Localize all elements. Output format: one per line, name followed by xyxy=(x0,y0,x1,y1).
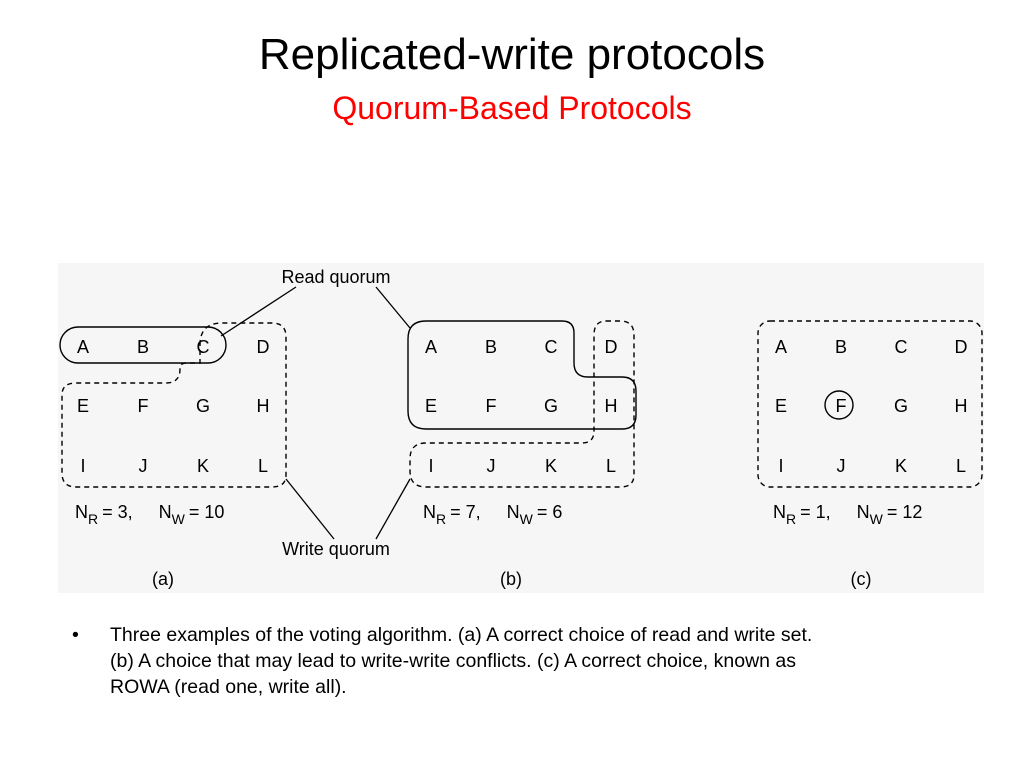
caption-bullet: • Three examples of the voting algorithm… xyxy=(72,622,952,700)
nw-symbol: N xyxy=(507,502,520,522)
panel-label-a: (a) xyxy=(152,569,174,589)
nw-subscript: W xyxy=(172,511,186,527)
nr-subscript: R xyxy=(786,511,796,527)
read-quorum-a xyxy=(59,326,227,364)
caption-line: Three examples of the voting algorithm. … xyxy=(110,624,813,646)
node-b: B xyxy=(835,337,847,357)
node-e: E xyxy=(77,396,89,416)
quorum-formula: NR= 1,NW= 12 xyxy=(773,502,922,527)
write-quorum-b xyxy=(409,320,635,488)
node-c: C xyxy=(895,337,908,357)
node-a: A xyxy=(775,337,787,357)
node-a: A xyxy=(425,337,437,357)
nr-subscript: R xyxy=(436,511,446,527)
caption-list: • Three examples of the voting algorithm… xyxy=(72,622,952,700)
nw-symbol: N xyxy=(857,502,870,522)
bullet-marker: • xyxy=(72,624,79,646)
node-d: D xyxy=(257,337,270,357)
node-d: D xyxy=(955,337,968,357)
node-c: C xyxy=(545,337,558,357)
node-j: J xyxy=(837,456,846,476)
nw-subscript: W xyxy=(870,511,884,527)
nw-value: = 12 xyxy=(887,502,923,522)
node-a: A xyxy=(77,337,89,357)
node-g: G xyxy=(196,396,210,416)
node-h: H xyxy=(605,396,618,416)
read-pointer-b xyxy=(375,286,411,329)
node-i: I xyxy=(80,456,85,476)
panel-a-quorums xyxy=(59,322,287,488)
node-f: F xyxy=(486,396,497,416)
node-e: E xyxy=(775,396,787,416)
node-l: L xyxy=(258,456,268,476)
callout-pointers xyxy=(220,286,411,540)
nr-value: = 7, xyxy=(450,502,481,522)
write-quorum-a xyxy=(61,322,287,488)
nw-symbol: N xyxy=(159,502,172,522)
nr-symbol: N xyxy=(75,502,88,522)
node-b: B xyxy=(137,337,149,357)
node-j: J xyxy=(139,456,148,476)
node-i: I xyxy=(778,456,783,476)
slide-title: Replicated-write protocols xyxy=(258,30,766,79)
nw-value: = 10 xyxy=(189,502,225,522)
node-h: H xyxy=(257,396,270,416)
nr-value: = 1, xyxy=(800,502,831,522)
panel-label-b: (b) xyxy=(500,569,522,589)
read-quorum-b xyxy=(407,320,637,430)
node-e: E xyxy=(425,396,437,416)
read-quorum-c xyxy=(824,390,854,420)
node-j: J xyxy=(487,456,496,476)
node-i: I xyxy=(428,456,433,476)
write-quorum-callout: Write quorum xyxy=(282,539,390,559)
panel-label-c: (c) xyxy=(851,569,872,589)
caption-line: (b) A choice that may lead to write-writ… xyxy=(110,650,797,672)
panel-c-quorums xyxy=(757,320,983,488)
nr-value: = 3, xyxy=(102,502,133,522)
nr-subscript: R xyxy=(88,511,98,527)
write-quorum-c xyxy=(757,320,983,488)
node-f: F xyxy=(138,396,149,416)
node-d: D xyxy=(605,337,618,357)
node-h: H xyxy=(955,396,968,416)
node-k: K xyxy=(895,456,907,476)
node-g: G xyxy=(544,396,558,416)
node-k: K xyxy=(197,456,209,476)
panel-b-quorums xyxy=(407,320,637,488)
quorum-formula: NR= 3,NW= 10 xyxy=(75,502,224,527)
node-b: B xyxy=(485,337,497,357)
nw-subscript: W xyxy=(520,511,534,527)
write-pointer-b xyxy=(375,478,411,540)
node-c: C xyxy=(197,337,210,357)
read-quorum-callout: Read quorum xyxy=(281,267,390,287)
node-l: L xyxy=(956,456,966,476)
write-pointer-a xyxy=(285,478,335,540)
node-g: G xyxy=(894,396,908,416)
node-f: F xyxy=(836,396,847,416)
quorum-formula: NR= 7,NW= 6 xyxy=(423,502,562,527)
node-l: L xyxy=(606,456,616,476)
caption-line: ROWA (read one, write all). xyxy=(110,676,347,698)
read-pointer-a xyxy=(220,286,297,337)
nw-value: = 6 xyxy=(537,502,563,522)
nr-symbol: N xyxy=(773,502,786,522)
slide-subtitle: Quorum-Based Protocols xyxy=(332,90,692,126)
node-k: K xyxy=(545,456,557,476)
nr-symbol: N xyxy=(423,502,436,522)
